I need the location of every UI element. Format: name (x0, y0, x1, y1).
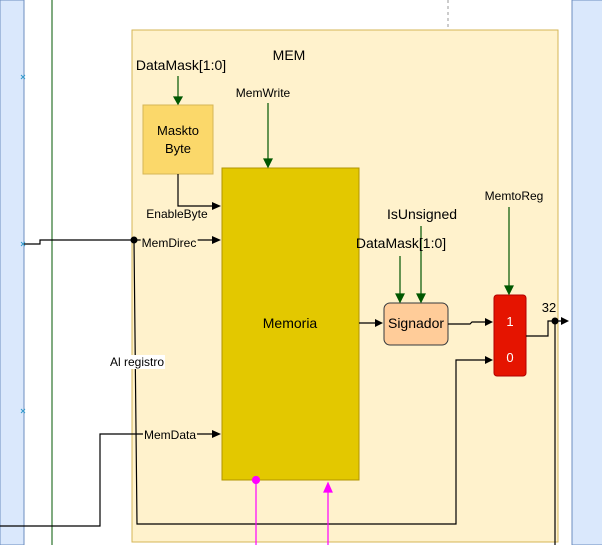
memoria-block (221, 167, 360, 481)
mask-to-byte-block (142, 104, 214, 175)
al-registro-label: Al registro (108, 355, 166, 369)
bus-width-label: 32 (541, 300, 557, 315)
memto-reg-label: MemtoReg (484, 189, 544, 203)
memoria-label: Memoria (262, 315, 318, 331)
stage-title: MEM (272, 47, 306, 63)
signador-label: Signador (387, 315, 445, 331)
magenta-lines (251, 475, 333, 545)
mem-write-label: MemWrite (235, 86, 291, 100)
mux-input-1: 1 (506, 314, 514, 329)
mux-input-0: 0 (506, 350, 514, 365)
control-lines (172, 76, 514, 304)
data-mask-mid-label: DataMask[1:0] (355, 235, 447, 251)
x-markers (20, 74, 26, 414)
right-side-panel (571, 0, 602, 545)
data-mask-top-label: DataMask[1:0] (135, 57, 227, 73)
left-side-panel (0, 0, 25, 545)
enable-byte-label: EnableByte (145, 207, 209, 221)
mask-to-byte-line1: Maskto (157, 123, 199, 138)
mem-direc-label: MemDirec (140, 236, 198, 250)
is-unsigned-label: IsUnsigned (386, 206, 458, 222)
arrowheads (130, 202, 569, 438)
mem-data-label: MemData (142, 428, 198, 442)
mask-to-byte-line2: Byte (164, 141, 192, 156)
